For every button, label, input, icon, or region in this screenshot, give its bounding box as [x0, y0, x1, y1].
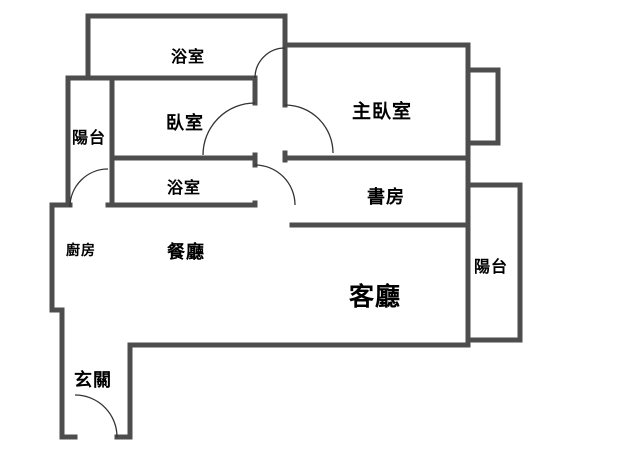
door-arc-entry — [74, 394, 118, 438]
room-label-bedroom: 臥室 — [166, 113, 204, 133]
room-label-master-bedroom: 主臥室 — [351, 101, 413, 123]
room-label-kitchen: 廚房 — [66, 242, 96, 258]
door-arcs — [69, 47, 334, 438]
room-label-balcony-left: 陽台 — [71, 130, 107, 147]
door-arc-bathroom-top — [254, 47, 286, 79]
room-label-dining-room: 餐廳 — [167, 242, 205, 262]
room-label-study: 書房 — [367, 187, 405, 207]
door-arc-master-bedroom — [284, 104, 334, 154]
door-arc-bathroom-mid — [254, 164, 296, 206]
room-label-living-room: 客廳 — [348, 283, 402, 311]
wall-segments — [49, 13, 523, 440]
door-arc-balcony-left — [69, 168, 109, 208]
door-arc-bedroom — [202, 102, 256, 156]
room-label-bathroom-mid: 浴室 — [166, 180, 202, 197]
room-label-bathroom-top: 浴室 — [170, 49, 206, 66]
room-label-entryway: 玄關 — [74, 370, 112, 390]
walls — [49, 13, 523, 440]
room-label-balcony-right: 陽台 — [473, 259, 509, 276]
